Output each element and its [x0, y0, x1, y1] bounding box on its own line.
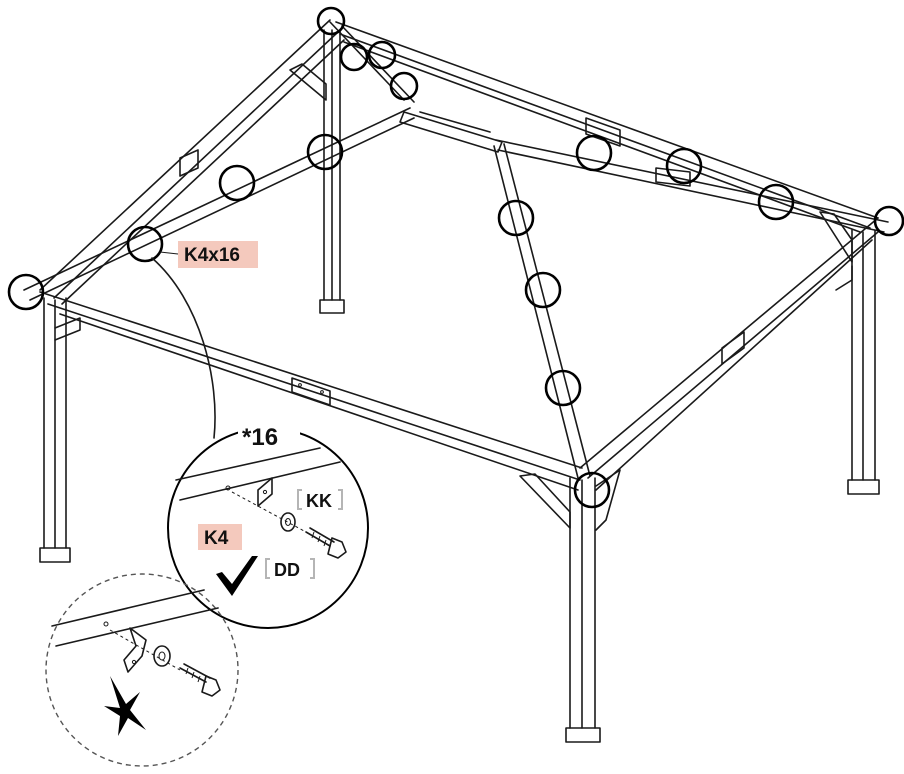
splice-plate-front — [291, 377, 331, 406]
detail-part-background — [198, 524, 242, 550]
splice-plate-back — [585, 117, 621, 147]
bolt — [305, 527, 347, 559]
callout-label-background — [178, 241, 258, 268]
assembly-axis — [231, 491, 307, 533]
center-hub-plate — [399, 111, 503, 153]
kk-bolt-text: KK — [306, 491, 332, 511]
front-left-post — [39, 297, 71, 563]
incorrect-washer — [153, 645, 171, 667]
rafter-left — [23, 107, 415, 301]
callout-leader — [151, 251, 216, 439]
callout-part-label: K4x16 — [184, 245, 240, 266]
incorrect-bracket — [123, 627, 147, 673]
rafter-right — [495, 139, 889, 233]
detail-count-background — [238, 420, 300, 450]
front-right-beam — [579, 217, 879, 491]
corner-braces — [54, 63, 853, 531]
back-left-post — [319, 29, 345, 314]
washer — [280, 512, 296, 532]
k4-bracket — [257, 477, 273, 507]
connection-circles — [7, 6, 904, 509]
incorrect-bolt — [179, 663, 221, 697]
detail-circle-incorrect — [45, 573, 239, 767]
splice-plate-left — [179, 149, 199, 177]
front-corner-post — [565, 477, 601, 743]
detail-part-label: K4 — [204, 528, 229, 549]
bracket-marks — [265, 489, 343, 579]
dd-washer-text: DD — [274, 560, 300, 580]
check-mark-icon — [216, 556, 258, 596]
rafter-front — [493, 143, 591, 479]
detail-circle-correct — [167, 427, 369, 629]
incorrect-axis — [109, 629, 181, 671]
splice-plate-right — [721, 331, 745, 365]
cross-mark-icon — [104, 676, 146, 736]
detail-count-label: *16 — [242, 424, 278, 451]
